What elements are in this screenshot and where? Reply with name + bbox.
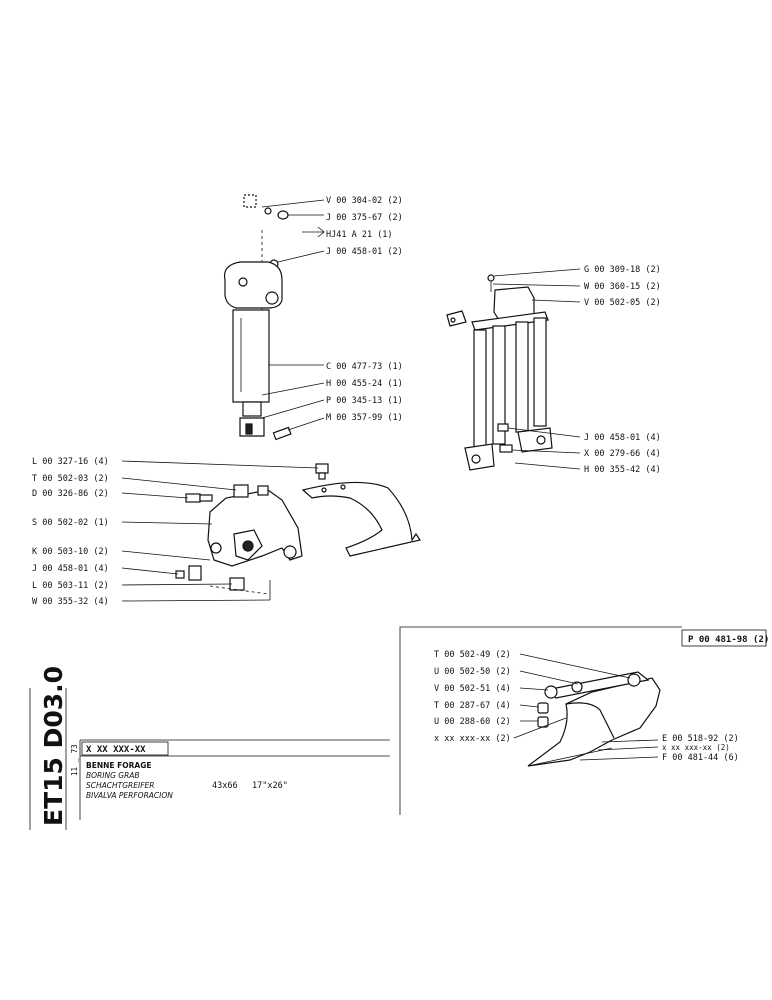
document-code: ET15 D03.0 — [39, 666, 68, 826]
callout-bucket-0: T 00 502-49 (2) — [434, 650, 511, 660]
callout-bucket-3: T 00 287-67 (4) — [434, 701, 511, 711]
top-pin-part — [243, 194, 257, 208]
washer-part — [264, 207, 272, 215]
callout-frame-1: W 00 360-15 (2) — [584, 282, 661, 292]
callout-bucket-right-1: x xx xxx-xx (2) — [662, 743, 730, 752]
callout-frame-2: V 00 502-05 (2) — [584, 298, 661, 308]
dimension-metric: 43x66 — [212, 781, 238, 791]
cylinder-body-part — [232, 309, 270, 403]
callout-grab-1: T 00 502-03 (2) — [32, 474, 109, 484]
title-es: BIVALVA PERFORACION — [86, 791, 173, 800]
callout-bucket-right-2: F 00 481-44 (6) — [662, 753, 739, 763]
side-bracket-part — [446, 310, 467, 327]
frame-top-plate-part — [471, 311, 549, 331]
bucket-frame — [399, 626, 767, 815]
cylinder-eye-part — [265, 291, 279, 305]
bucket-pivot-left-part — [544, 685, 558, 699]
grab-assembly — [121, 460, 421, 602]
dimension-imperial: 17"x26" — [252, 781, 288, 791]
bucket-callouts-left: T 00 502-49 (2) U 00 502-50 (2) V 00 502… — [434, 650, 511, 744]
callout-cyl-3: J 00 458-01 (2) — [326, 247, 403, 257]
callout-cyl-4: C 00 477-73 (1) — [326, 362, 403, 372]
frame-leg-right-part — [515, 321, 529, 433]
callout-grab-6: L 00 503-11 (2) — [32, 581, 109, 591]
callout-cyl-6: P 00 345-13 (1) — [326, 396, 403, 406]
lock-plate-part — [188, 565, 202, 581]
cylinder-callouts: V 00 304-02 (2) J 00 375-67 (2) HJ41 A 2… — [326, 196, 403, 423]
top-block-part — [233, 484, 249, 498]
bucket-ref-number: P 00 481-98 (2) — [688, 635, 769, 645]
ref-number-box — [81, 741, 169, 756]
model-ref-number: X XX XXX-XX — [86, 745, 146, 755]
frame-leg-left-part — [473, 329, 487, 449]
title-fr: BENNE FORAGE — [86, 761, 152, 770]
callout-bucket-2: V 00 502-51 (4) — [434, 684, 511, 694]
frame-leg-back-part — [533, 317, 547, 427]
callout-frame-3: J 00 458-01 (4) — [584, 433, 661, 443]
rod-part — [242, 401, 262, 417]
bucket-assembly — [513, 653, 661, 767]
frame-leg-mid-part — [492, 325, 506, 445]
callout-grab-3: S 00 502-02 (1) — [32, 518, 109, 528]
callout-grab-5: J 00 458-01 (4) — [32, 564, 109, 574]
callout-bucket-1: U 00 502-50 (2) — [434, 667, 511, 677]
callout-cyl-7: M 00 357-99 (1) — [326, 413, 403, 423]
title-de: SCHACHTGREIFER — [86, 781, 154, 790]
callout-bucket-4: U 00 288-60 (2) — [434, 717, 511, 727]
callout-cyl-2: HJ41 A 21 (1) — [326, 230, 393, 240]
pin-part — [272, 426, 292, 441]
callout-grab-7: W 00 355-32 (4) — [32, 597, 109, 607]
title-en: BORING GRAB — [86, 771, 140, 780]
lower-plate-part — [229, 577, 245, 591]
frame-assembly — [446, 268, 581, 471]
nut-part — [277, 210, 289, 220]
callout-grab-4: K 00 503-10 (2) — [32, 547, 109, 557]
callout-grab-2: D 00 326-86 (2) — [32, 489, 109, 499]
document-date: 11 _ 73 — [70, 744, 79, 776]
callout-frame-5: H 00 355-42 (4) — [584, 465, 661, 475]
callout-frame-0: G 00 309-18 (2) — [584, 265, 661, 275]
bucket-ref-box — [681, 629, 767, 647]
bucket-pivot-right-part — [627, 673, 641, 687]
callout-cyl-0: V 00 304-02 (2) — [326, 196, 403, 206]
grab-callouts: L 00 327-16 (4) T 00 502-03 (2) D 00 326… — [32, 457, 109, 607]
callout-cyl-5: H 00 455-24 (1) — [326, 379, 403, 389]
side-bolt-part — [185, 493, 201, 503]
curved-shell-part — [301, 481, 421, 557]
title-block — [29, 688, 390, 830]
frame-foot-right-part — [517, 427, 553, 453]
callout-frame-4: X 00 279-66 (4) — [584, 449, 661, 459]
frame-callouts: G 00 309-18 (2) W 00 360-15 (2) V 00 502… — [584, 265, 661, 475]
callout-cyl-1: J 00 375-67 (2) — [326, 213, 403, 223]
callout-grab-0: L 00 327-16 (4) — [32, 457, 109, 467]
callout-bucket-right-0: E 00 518-92 (2) — [662, 734, 739, 744]
bolt-head-part — [315, 463, 329, 474]
callout-bucket-5: x xx xxx-xx (2) — [434, 734, 511, 744]
small-pin-part — [175, 570, 185, 579]
bucket-callouts-right: E 00 518-92 (2) x xx xxx-xx (2) F 00 481… — [662, 734, 739, 763]
cylinder-assembly — [223, 194, 325, 441]
